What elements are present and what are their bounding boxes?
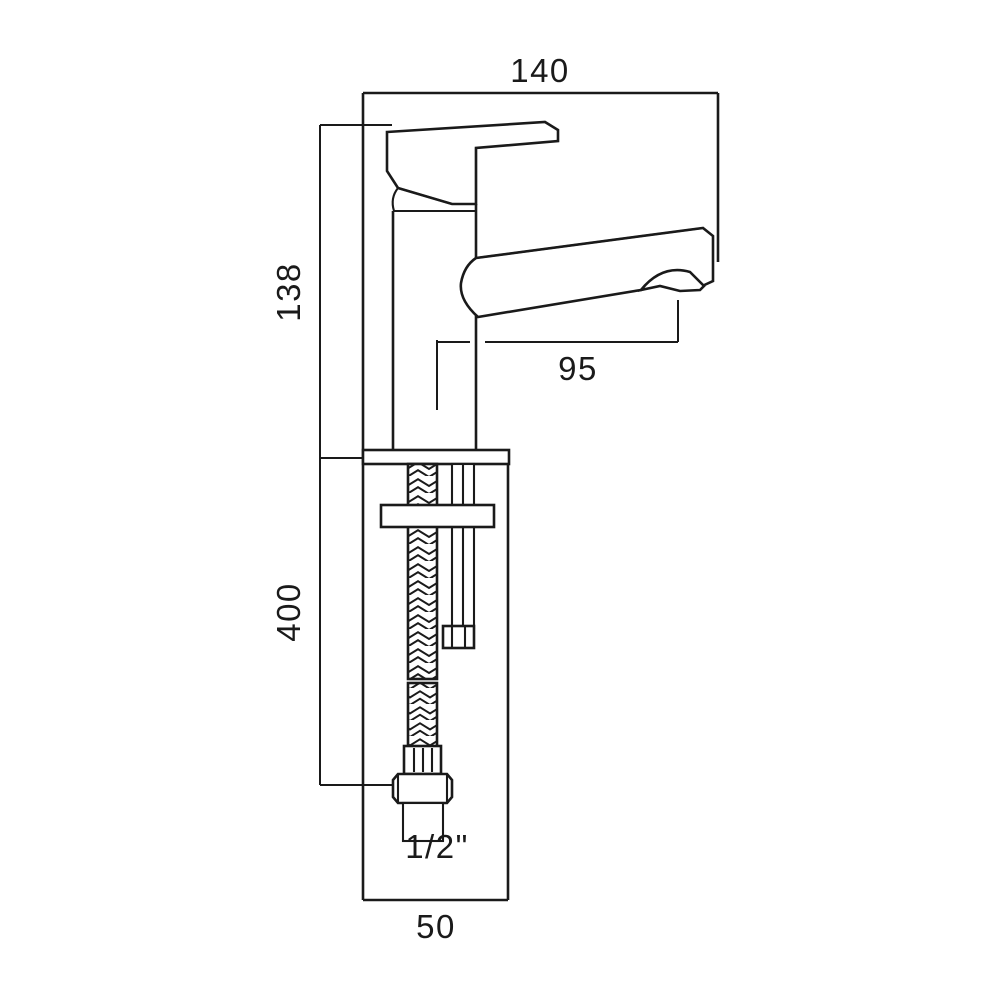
dimension-label-overall-width: 140 — [510, 52, 570, 89]
dimension-frame-heights — [319, 124, 400, 786]
hex-nut — [391, 772, 454, 805]
dimension-label-spout-reach: 95 — [558, 350, 598, 387]
dimension-label-tail-width: 50 — [416, 908, 456, 945]
dimension-label-hose-length: 400 — [270, 582, 307, 642]
braided-hose-upper — [406, 462, 439, 681]
dimension-label-body-height: 138 — [270, 262, 307, 322]
tap-body — [391, 204, 478, 455]
hose-ferrule — [402, 744, 443, 776]
dimension-frame-tail-width — [363, 458, 510, 902]
secondary-rod — [450, 462, 476, 630]
base-plate — [361, 448, 511, 466]
handle-collar — [391, 187, 476, 213]
washer-plate — [379, 503, 496, 529]
lever-handle — [385, 120, 560, 206]
thread-tail — [401, 801, 445, 843]
annotation-label-thread-size: 1/2" — [405, 828, 469, 865]
aerator — [637, 268, 706, 293]
dimension-frame-overall-width — [361, 91, 720, 900]
braided-hose-lower — [406, 681, 439, 750]
rod-nut — [441, 624, 476, 650]
